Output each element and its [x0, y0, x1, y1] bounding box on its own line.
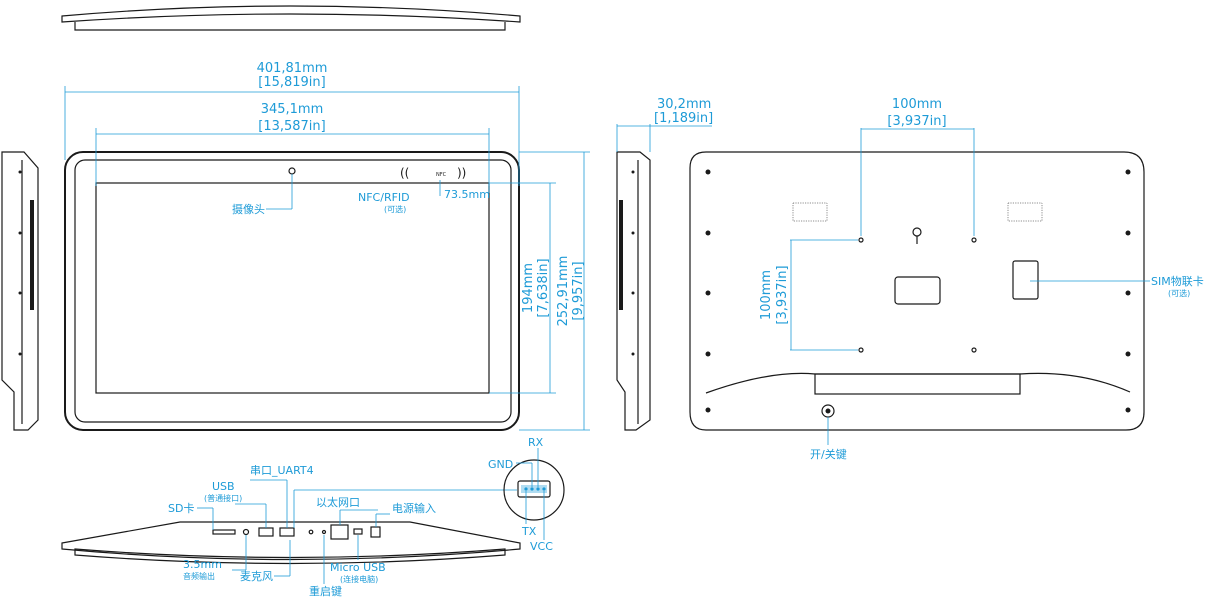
bottom-leaders [197, 479, 517, 584]
bottom-view [61, 521, 521, 565]
vesa-v-in: [3,937in] [775, 265, 790, 324]
nfc-offset-label: 73.5mm [444, 188, 490, 201]
nfc-chip-label: NFC [436, 172, 447, 178]
rx-label: RX [528, 436, 544, 449]
vesa-v-mm: 100mm [759, 270, 774, 320]
mic-label: 麦克风 [240, 570, 273, 583]
vesa-h-mm: 100mm [892, 97, 942, 112]
usb-label: USB [212, 480, 235, 493]
front-view: (( NFC )) [64, 151, 520, 431]
micro-usb-label: Micro USB [330, 561, 386, 574]
back-dimensions [790, 128, 1150, 445]
vesa-h-in: [3,937in] [887, 114, 946, 129]
front-dimensions [64, 86, 590, 431]
micro-usb-sub-label: (连接电脑) [340, 574, 378, 584]
overall-width-mm: 401,81mm [257, 61, 328, 76]
sd-slot [212, 529, 236, 535]
back-view [689, 151, 1145, 431]
screen-height-in: [7,638in] [536, 258, 551, 317]
nfc-optional-label: (可选) [384, 204, 406, 214]
uart-detail [503, 448, 565, 540]
depth-mm: 30,2mm [657, 97, 711, 112]
sim-card-label: SIM物联卡 [1151, 274, 1204, 288]
sim-optional-label: (可选) [1168, 288, 1190, 298]
screen-width-in: [13,587in] [258, 119, 325, 134]
svg-text:((: (( [400, 166, 409, 180]
audio-sub-label: 音频输出 [183, 571, 215, 581]
usb-sub-label: (普通接口) [204, 493, 242, 503]
ethernet-label: 以太网口 [316, 496, 360, 509]
reset-label: 重启键 [309, 584, 342, 598]
audio-label: 3.5mm [183, 558, 222, 571]
camera-icon [288, 167, 296, 175]
sd-card-label: SD卡 [168, 502, 194, 515]
camera-label: 摄像头 [232, 202, 265, 216]
nfc-rfid-label: NFC/RFID [358, 191, 410, 204]
overall-width-in: [15,819in] [258, 75, 325, 90]
serial-uart-label: 串口_UART4 [250, 464, 314, 477]
depth-in: [1,189in] [654, 111, 713, 126]
screen-height-mm: 194mm [521, 263, 536, 313]
vcc-label: VCC [530, 540, 553, 553]
overall-height-in: [9,957in] [571, 261, 586, 320]
svg-text:)): )) [457, 166, 466, 180]
power-input-label: 电源输入 [392, 501, 436, 515]
sim-slot [1012, 260, 1039, 300]
power-key-label: 开/关键 [810, 447, 847, 461]
gnd-label: GND [488, 458, 513, 471]
tx-label: TX [521, 525, 537, 538]
ethernet-port [330, 524, 349, 540]
top-profile-view [61, 5, 521, 31]
left-side-view [1, 151, 39, 431]
right-side-view [616, 124, 712, 431]
overall-height-mm: 252,91mm [556, 256, 571, 327]
screen-width-mm: 345,1mm [261, 102, 324, 117]
